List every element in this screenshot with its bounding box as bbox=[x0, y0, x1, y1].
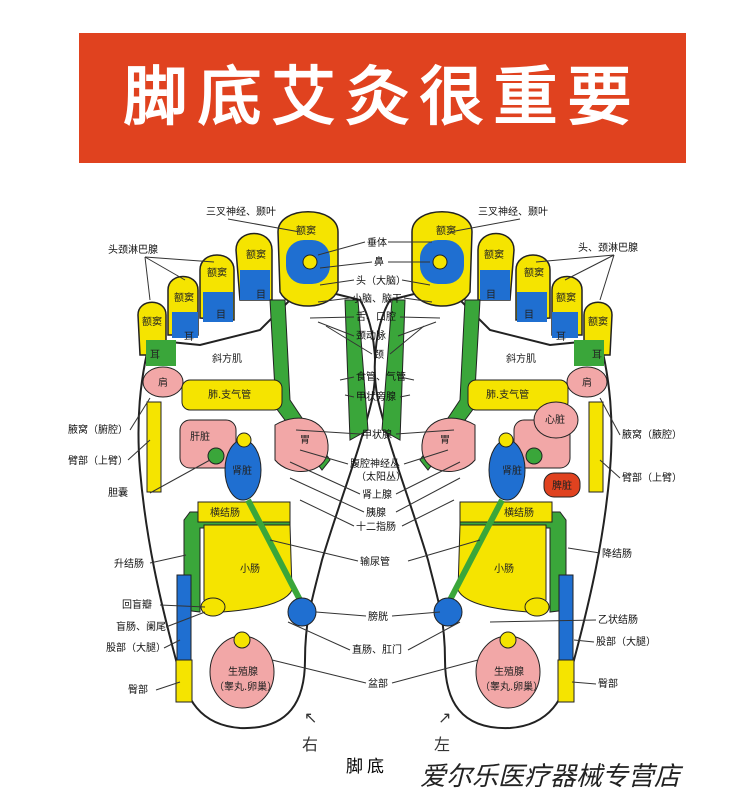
heart-zone bbox=[533, 401, 579, 439]
side-label: 胆囊 bbox=[108, 486, 128, 499]
footer-caption: 脚底 bbox=[346, 757, 388, 777]
sinus-label: 额窦 bbox=[246, 248, 266, 261]
lung-label: 肺.支气管 bbox=[486, 388, 529, 401]
gonad-label: 生殖腺 bbox=[494, 665, 524, 678]
sinus-label: 额窦 bbox=[484, 248, 504, 261]
side-label: 股部（大腿） bbox=[106, 641, 166, 654]
side-label: 乙状结肠 bbox=[598, 613, 638, 626]
ear-label: 耳 bbox=[150, 349, 160, 361]
sinus-label: 额窦 bbox=[174, 291, 194, 304]
center-label: 膀胱 bbox=[368, 610, 388, 623]
center-label: 肾上腺 bbox=[362, 488, 392, 501]
side-label: 腋窝（腑腔） bbox=[68, 423, 128, 436]
arrow-up-icon: ↖ bbox=[304, 708, 318, 727]
center-label: 头（大脑） bbox=[356, 274, 406, 287]
left-foot-labels: 头颈淋巴腺 腋窝（腑腔） 臂部（上臂） 胆囊 升结肠 回盲瓣 盲肠、阑尾 股部（… bbox=[68, 243, 166, 696]
heart-label: 心脏 bbox=[545, 413, 565, 426]
center-label: 颈 bbox=[374, 349, 384, 361]
sinus-label: 额窦 bbox=[524, 266, 544, 279]
side-label: 降结肠 bbox=[602, 547, 632, 560]
sinus-label: 额窦 bbox=[556, 291, 576, 304]
sinus-label: 额窦 bbox=[142, 315, 162, 328]
side-label: 升结肠 bbox=[114, 557, 144, 570]
leader-lines bbox=[127, 218, 621, 691]
center-label: 甲状旁腺 bbox=[356, 390, 396, 403]
side-label: 腋窝（腋腔） bbox=[622, 428, 682, 441]
side-label: 臀部 bbox=[128, 683, 148, 696]
kidney-label: 肾脏 bbox=[232, 464, 252, 477]
title-banner: 脚底艾灸很重要 bbox=[79, 33, 686, 163]
sinus-label: 额窦 bbox=[207, 266, 227, 279]
center-label: 直肠、肛门 bbox=[352, 643, 402, 656]
center-label: 舌、口腔 bbox=[356, 310, 396, 323]
trigeminal-label: 三叉神经、颞叶 bbox=[478, 205, 548, 218]
trigeminal-label: 三叉神经、颞叶 bbox=[206, 205, 276, 218]
side-label: 头、颈淋巴腺 bbox=[578, 241, 638, 254]
store-watermark: 爱尔乐医疗器械专营店 bbox=[420, 762, 681, 792]
small-intestine-label: 小肠 bbox=[240, 563, 260, 575]
center-label: （太阳丛） bbox=[356, 470, 406, 483]
center-label: 食管、气管 bbox=[356, 370, 406, 383]
ear-label: 耳 bbox=[556, 331, 566, 343]
gonad-label: 生殖腺 bbox=[228, 665, 258, 678]
stomach-label: 胃 bbox=[440, 434, 450, 446]
spleen-label: 脾脏 bbox=[552, 479, 572, 492]
transverse-colon-label: 横结肠 bbox=[504, 506, 534, 519]
eye-label: 目 bbox=[524, 310, 534, 321]
center-label: 输尿管 bbox=[360, 555, 390, 568]
small-intestine-label: 小肠 bbox=[494, 563, 514, 575]
spleen-zone bbox=[543, 472, 581, 498]
eye-label: 目 bbox=[256, 290, 266, 301]
trapezius-label: 斜方肌 bbox=[212, 352, 242, 365]
transverse-colon-label: 横结肠 bbox=[210, 506, 240, 519]
right-foot-labels: 头、颈淋巴腺 腋窝（腋腔） 臂部（上臂） 降结肠 乙状结肠 股部（大腿） 臀部 bbox=[578, 241, 682, 690]
center-label: 盆部 bbox=[368, 677, 388, 690]
side-label: 臂部（上臂） bbox=[622, 471, 682, 484]
banner-title: 脚底艾灸很重要 bbox=[123, 60, 642, 135]
gonad-sub-label: （睾丸.卵巢） bbox=[480, 680, 543, 693]
sinus-label: 额窦 bbox=[436, 224, 456, 237]
kidney-label: 肾脏 bbox=[502, 464, 522, 477]
center-label: 腹腔神经丛 bbox=[350, 457, 400, 470]
side-label: 股部（大腿） bbox=[596, 635, 656, 648]
center-label: 十二指肠 bbox=[356, 520, 396, 533]
side-label: 头颈淋巴腺 bbox=[108, 243, 158, 256]
center-label: 胰腺 bbox=[366, 506, 386, 519]
sinus-label: 额窦 bbox=[296, 224, 316, 237]
direction-left: 左 bbox=[434, 735, 451, 754]
shoulder-label: 肩 bbox=[582, 376, 592, 389]
arrow-up-icon: ↗ bbox=[438, 708, 452, 727]
center-labels: 垂体 鼻 头（大脑） 小脑、脑干 舌、口腔 颈动脉 颈 食管、气管 甲状旁腺 甲… bbox=[350, 237, 406, 690]
ear-label: 耳 bbox=[184, 331, 194, 343]
direction-right: 右 bbox=[302, 735, 319, 754]
liver-label: 肝脏 bbox=[190, 430, 210, 443]
side-label: 臀部 bbox=[598, 677, 618, 690]
side-label: 臂部（上臂） bbox=[68, 454, 128, 467]
stomach-label: 胃 bbox=[300, 434, 310, 446]
sinus-label: 额窦 bbox=[588, 315, 608, 328]
side-label: 回盲瓣 bbox=[122, 598, 152, 611]
trapezius-label: 斜方肌 bbox=[506, 352, 536, 365]
center-label: 甲状腺 bbox=[362, 428, 392, 441]
center-label: 鼻 bbox=[374, 255, 384, 268]
shoulder-label: 肩 bbox=[158, 376, 168, 389]
center-label: 颈动脉 bbox=[356, 329, 386, 342]
lung-label: 肺.支气管 bbox=[208, 388, 251, 401]
center-label: 小脑、脑干 bbox=[352, 292, 402, 305]
gonad-sub-label: （睾丸.卵巢） bbox=[214, 680, 277, 693]
eye-label: 目 bbox=[216, 310, 226, 321]
ear-label: 耳 bbox=[592, 349, 602, 361]
side-label: 盲肠、阑尾 bbox=[116, 620, 166, 633]
eye-label: 目 bbox=[486, 290, 496, 301]
center-label: 垂体 bbox=[367, 237, 387, 249]
